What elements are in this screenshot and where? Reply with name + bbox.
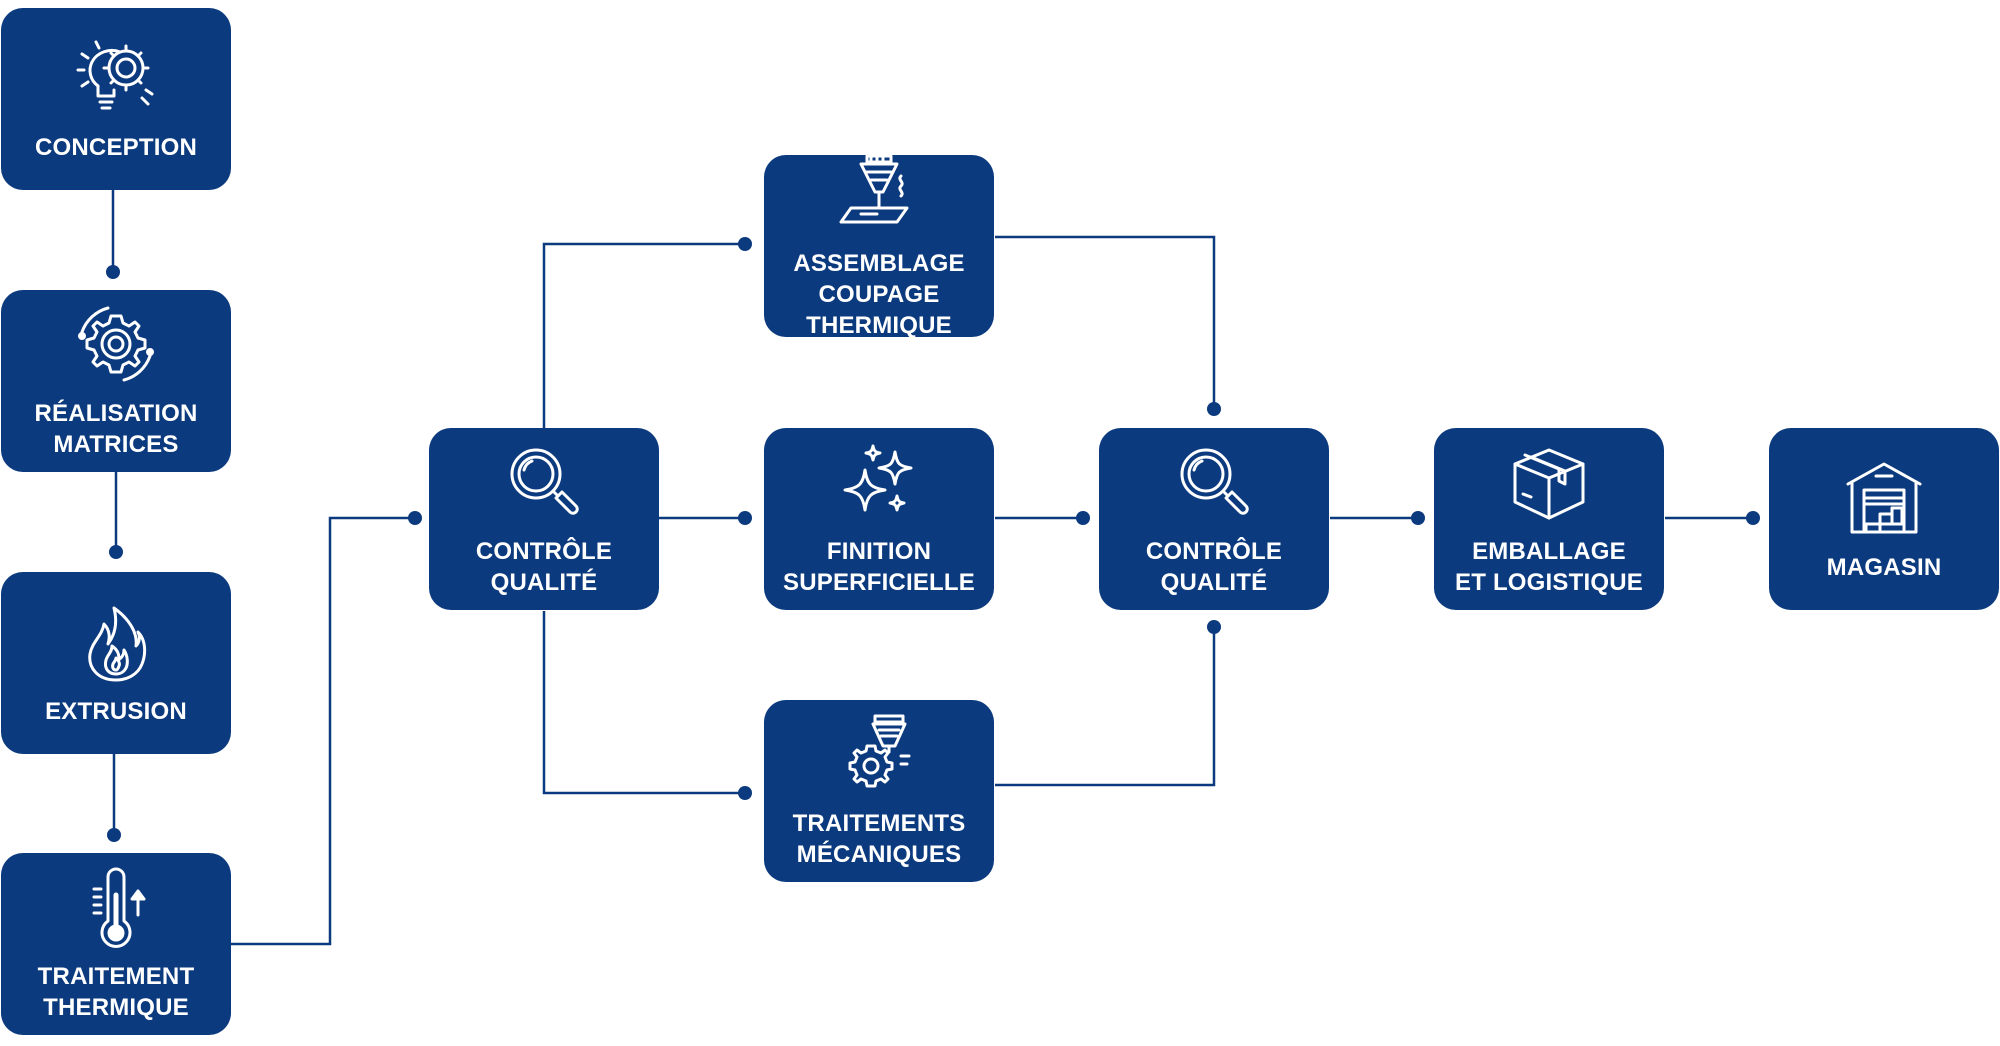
edge-traitement-thermique-controle-qualite-1 bbox=[231, 516, 415, 946]
thermometer-icon bbox=[68, 865, 164, 951]
node-traitement-thermique: TRAITEMENT THERMIQUE bbox=[1, 853, 231, 1035]
edge-controle-qualite-1-assemblage bbox=[542, 242, 745, 428]
laser-cutter-icon bbox=[831, 152, 927, 238]
connector-dot bbox=[738, 511, 752, 525]
node-label: FINITION SUPERFICIELLE bbox=[783, 538, 975, 596]
box-icon bbox=[1501, 440, 1597, 526]
lightbulb-gear-icon bbox=[68, 36, 164, 122]
connector-dot bbox=[1411, 511, 1425, 525]
node-label: MAGASIN bbox=[1826, 553, 1942, 581]
connector-dot bbox=[738, 237, 752, 251]
node-label: CONTRÔLE QUALITÉ bbox=[1145, 538, 1283, 596]
node-label: CONTRÔLE QUALITÉ bbox=[475, 538, 613, 596]
flame-icon bbox=[68, 600, 164, 686]
connector-dot bbox=[1207, 620, 1221, 634]
node-conception: CONCEPTION bbox=[1, 8, 231, 190]
node-controle-qualite-2: CONTRÔLE QUALITÉ bbox=[1099, 428, 1329, 610]
warehouse-icon bbox=[1836, 456, 1932, 542]
edge-controle-qualite-1-traitements-mecaniques bbox=[542, 611, 745, 795]
gear-icon bbox=[68, 302, 164, 388]
node-traitements-mecaniques: TRAITEMENTS MÉCANIQUES bbox=[764, 700, 994, 882]
node-label: RÉALISATION MATRICES bbox=[34, 400, 198, 458]
connector-dot bbox=[1207, 402, 1221, 416]
node-magasin: MAGASIN bbox=[1769, 428, 1999, 610]
magnifier-icon bbox=[496, 440, 592, 526]
connector-dot bbox=[408, 511, 422, 525]
node-realisation-matrices: RÉALISATION MATRICES bbox=[1, 290, 231, 472]
connector-dot bbox=[1076, 511, 1090, 525]
edge-traitements-mecaniques-controle-qualite-2 bbox=[995, 627, 1216, 787]
node-label: EXTRUSION bbox=[45, 697, 187, 725]
milling-gear-icon bbox=[831, 712, 927, 798]
sparkles-icon bbox=[831, 440, 927, 526]
node-label: EMBALLAGE ET LOGISTIQUE bbox=[1455, 538, 1643, 596]
magnifier-icon bbox=[1166, 440, 1262, 526]
edge-assemblage-controle-qualite-2 bbox=[995, 235, 1216, 409]
connector-dot bbox=[109, 545, 123, 559]
connector-dot bbox=[107, 828, 121, 842]
node-finition-superficielle: FINITION SUPERFICIELLE bbox=[764, 428, 994, 610]
node-controle-qualite-1: CONTRÔLE QUALITÉ bbox=[429, 428, 659, 610]
connector-dot bbox=[106, 265, 120, 279]
node-label: TRAITEMENTS MÉCANIQUES bbox=[792, 810, 966, 868]
node-extrusion: EXTRUSION bbox=[1, 572, 231, 754]
node-emballage-logistique: EMBALLAGE ET LOGISTIQUE bbox=[1434, 428, 1664, 610]
node-label: ASSEMBLAGE COUPAGE THERMIQUE bbox=[793, 249, 965, 339]
node-label: CONCEPTION bbox=[34, 133, 197, 161]
node-label: TRAITEMENT THERMIQUE bbox=[37, 963, 195, 1021]
node-assemblage-coupage-thermique: ASSEMBLAGE COUPAGE THERMIQUE bbox=[764, 152, 994, 339]
connector-dot bbox=[1746, 511, 1760, 525]
connector-dot bbox=[738, 786, 752, 800]
